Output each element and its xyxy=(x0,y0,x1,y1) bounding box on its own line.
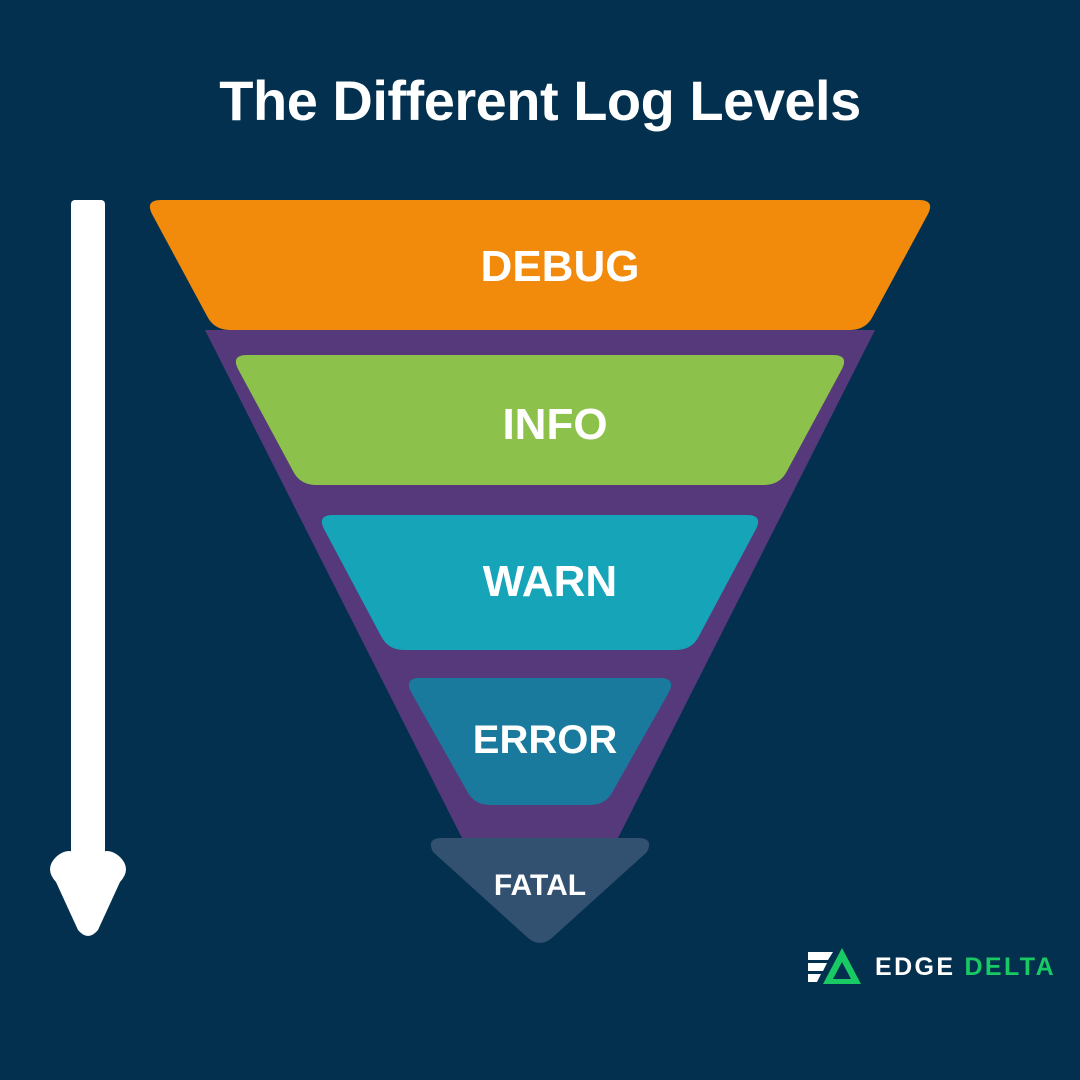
funnel-label-info: INFO xyxy=(502,400,608,449)
funnel-segment-fatal[interactable] xyxy=(430,838,650,943)
logo-word-edge: EDGE xyxy=(875,952,956,981)
funnel-label-debug: DEBUG xyxy=(480,242,640,291)
edge-delta-logo[interactable]: EDGE DELTA xyxy=(806,946,1056,988)
funnel-segment-debug[interactable] xyxy=(149,200,931,330)
severity-direction-arrow xyxy=(50,200,126,936)
page-title: The Different Log Levels xyxy=(219,69,861,132)
logo-speed-bars xyxy=(808,952,833,982)
funnel-segment-info[interactable] xyxy=(235,355,845,485)
edge-delta-logomark xyxy=(808,948,861,984)
logo-triangle-icon xyxy=(823,948,861,984)
logo-wordmark: EDGE DELTA xyxy=(875,952,1057,981)
funnel-label-fatal: FATAL xyxy=(493,869,587,902)
funnel-segment-error[interactable] xyxy=(408,678,672,805)
funnel-label-warn: WARN xyxy=(482,557,618,606)
funnel-label-error: ERROR xyxy=(472,718,618,762)
logo-word-delta: DELTA xyxy=(964,952,1057,981)
funnel-segment-warn[interactable] xyxy=(321,515,759,650)
